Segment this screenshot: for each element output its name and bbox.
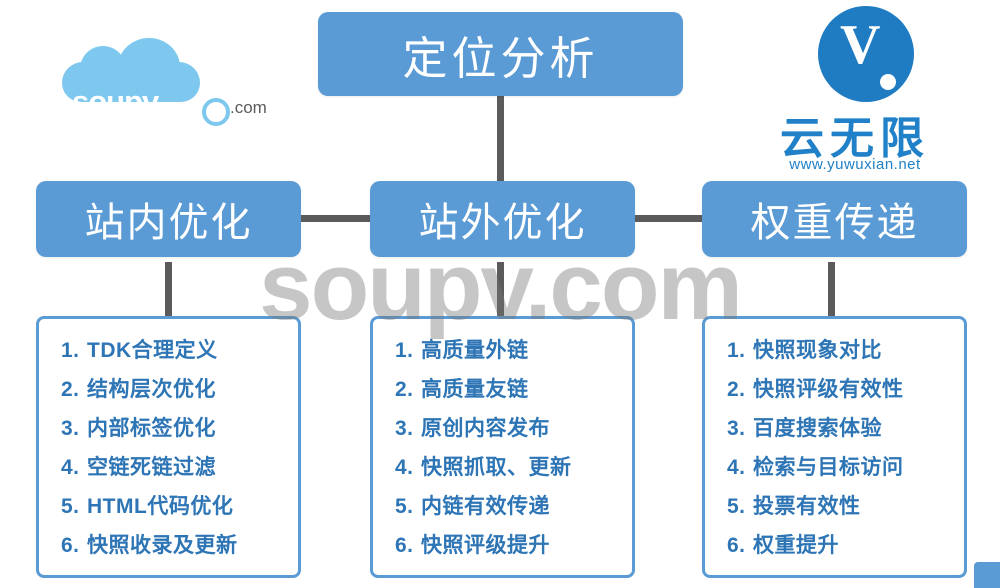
dot-icon <box>880 74 896 90</box>
node-onsite-optimization: 站内优化 <box>36 181 301 257</box>
list-item-label: 快照收录及更新 <box>87 534 238 557</box>
list-item: 5. 内链有效传递 <box>395 487 632 526</box>
list-item-number: 3. <box>395 417 414 440</box>
list-item-number: 1. <box>395 339 414 362</box>
list-item-number: 6. <box>727 534 746 557</box>
list-item: 1. TDK合理定义 <box>61 331 298 370</box>
list-item-label: 结构层次优化 <box>87 378 216 401</box>
soupv-logo-wordmark: soupv <box>72 84 159 119</box>
list-item-label: 检索与目标访问 <box>753 456 904 479</box>
list-item: 3. 百度搜索体验 <box>727 409 964 448</box>
list-item: 3. 内部标签优化 <box>61 409 298 448</box>
list-item-label: 原创内容发布 <box>421 417 550 440</box>
list-item-number: 6. <box>61 534 80 557</box>
panel-offsite-items: 1. 高质量外链 2. 高质量友链 3. 原创内容发布 4. 快照抓取、更新 5. 内链有… <box>370 316 635 578</box>
list-item-number: 3. <box>727 417 746 440</box>
node-weight-transfer: 权重传递 <box>702 181 967 257</box>
list-item-label: 内链有效传递 <box>421 495 550 518</box>
list-item-label: 百度搜索体验 <box>753 417 882 440</box>
list-item: 6. 权重提升 <box>727 526 964 565</box>
yuwuxian-logo-cn: 云无限 <box>780 114 930 163</box>
cloud-icon <box>62 38 200 102</box>
list-offsite: 1. 高质量外链 2. 高质量友链 3. 原创内容发布 4. 快照抓取、更新 5. 内链有… <box>373 331 632 565</box>
list-item-number: 6. <box>395 534 414 557</box>
node-root-label: 定位分析 <box>402 32 599 84</box>
list-item-number: 2. <box>727 378 746 401</box>
list-item: 4. 空链死链过滤 <box>61 448 298 487</box>
list-item-label: 投票有效性 <box>753 495 861 518</box>
list-item-number: 2. <box>395 378 414 401</box>
list-item-number: 3. <box>61 417 80 440</box>
node-onsite-label: 站内优化 <box>84 201 253 245</box>
list-item: 4. 快照抓取、更新 <box>395 448 632 487</box>
yuwuxian-logo: V 云无限 www.yuwuxian.net <box>740 6 970 174</box>
list-item-number: 2. <box>61 378 80 401</box>
list-item: 6. 快照收录及更新 <box>61 526 298 565</box>
list-item-label: 高质量友链 <box>421 378 529 401</box>
list-item-label: HTML代码优化 <box>87 495 234 518</box>
node-root: 定位分析 <box>318 12 683 96</box>
list-item-label: 快照评级有效性 <box>753 378 904 401</box>
list-onsite: 1. TDK合理定义 2. 结构层次优化 3. 内部标签优化 4. 空链死链过滤 5. H… <box>39 331 298 565</box>
list-item-number: 5. <box>61 495 80 518</box>
list-item: 6. 快照评级提升 <box>395 526 632 565</box>
list-item: 5. 投票有效性 <box>727 487 964 526</box>
list-item: 1. 快照现象对比 <box>727 331 964 370</box>
list-item-number: 4. <box>61 456 80 479</box>
list-item-label: 快照现象对比 <box>753 339 882 362</box>
list-item: 1. 高质量外链 <box>395 331 632 370</box>
list-item-label: 内部标签优化 <box>87 417 216 440</box>
panel-onsite-items: 1. TDK合理定义 2. 结构层次优化 3. 内部标签优化 4. 空链死链过滤 5. H… <box>36 316 301 578</box>
list-item-number: 4. <box>727 456 746 479</box>
node-offsite-label: 站外优化 <box>418 201 587 245</box>
yuwuxian-v-icon: V <box>840 14 896 90</box>
magnifier-icon <box>202 98 230 126</box>
list-item-label: 高质量外链 <box>421 339 529 362</box>
connector-weight-to-panel3 <box>828 262 835 316</box>
list-item-number: 1. <box>727 339 746 362</box>
connector-inner-to-panel1 <box>165 262 172 316</box>
yuwuxian-disc-icon <box>818 6 914 102</box>
list-item-label: 快照抓取、更新 <box>421 456 572 479</box>
list-item: 4. 检索与目标访问 <box>727 448 964 487</box>
list-item: 2. 结构层次优化 <box>61 370 298 409</box>
list-item-number: 4. <box>395 456 414 479</box>
v-glyph: V <box>840 14 881 76</box>
soupv-logo: soupv .com <box>62 38 277 126</box>
list-item: 2. 高质量友链 <box>395 370 632 409</box>
list-item: 5. HTML代码优化 <box>61 487 298 526</box>
soupv-logo-suffix: .com <box>230 98 267 117</box>
yuwuxian-logo-url: www.yuwuxian.net <box>789 156 921 173</box>
list-weight: 1. 快照现象对比 2. 快照评级有效性 3. 百度搜索体验 4. 检索与目标访问 5.… <box>705 331 964 565</box>
list-item: 2. 快照评级有效性 <box>727 370 964 409</box>
connector-root-to-bus <box>497 93 504 193</box>
connector-outer-to-panel2 <box>497 262 504 316</box>
node-offsite-optimization: 站外优化 <box>370 181 635 257</box>
list-item-number: 1. <box>61 339 80 362</box>
list-item-label: 权重提升 <box>753 534 839 557</box>
list-item-label: 空链死链过滤 <box>87 456 216 479</box>
list-item-label: TDK合理定义 <box>87 339 218 362</box>
list-item-number: 5. <box>727 495 746 518</box>
list-item-label: 快照评级提升 <box>421 534 550 557</box>
node-weight-label: 权重传递 <box>750 201 919 245</box>
corner-accent <box>974 562 1000 588</box>
list-item-number: 5. <box>395 495 414 518</box>
panel-weight-items: 1. 快照现象对比 2. 快照评级有效性 3. 百度搜索体验 4. 检索与目标访问 5.… <box>702 316 967 578</box>
list-item: 3. 原创内容发布 <box>395 409 632 448</box>
